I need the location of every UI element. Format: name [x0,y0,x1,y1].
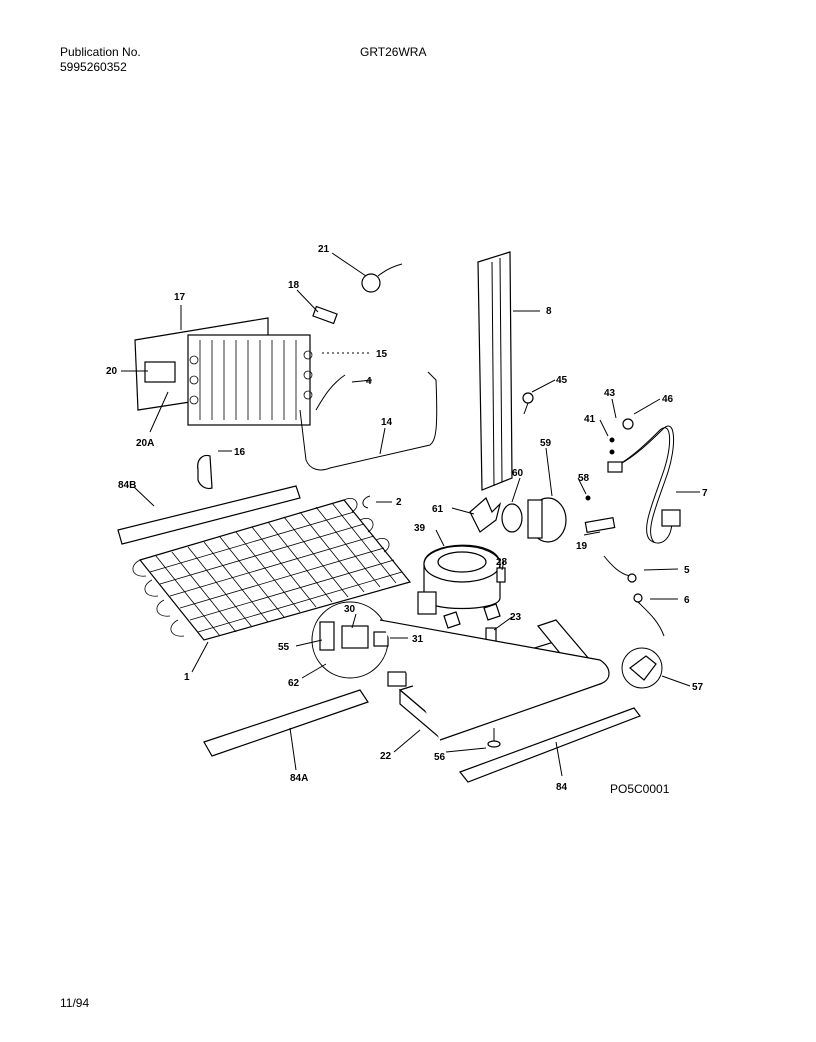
callout-21: 21 [318,244,330,255]
callout-18: 18 [288,280,300,291]
callout-14: 14 [381,417,393,428]
part-6-wire [635,599,665,637]
callout-19: 19 [576,541,588,552]
part-16-clip [197,454,213,490]
callout-17: 17 [174,292,186,303]
part-56-leveling-leg [487,728,501,748]
part-39-compressor [417,544,501,629]
part-18 [312,305,338,325]
callout-31: 31 [412,634,424,645]
callout-28: 28 [496,557,508,568]
part-43 [622,418,634,430]
fan-assembly [469,495,616,543]
callout-59: 59 [540,438,552,449]
callout-5: 5 [684,565,690,576]
callout-15: 15 [376,349,388,360]
leader-lines [121,252,700,777]
callout-20: 20 [106,366,118,377]
callout-84A: 84A [290,773,308,784]
part-21-thermostat [361,263,403,293]
callout-61: 61 [432,504,444,515]
callout-1: 1 [184,672,190,683]
callout-41: 41 [584,414,596,425]
callout-56: 56 [434,752,446,763]
part-84B-bracket [117,485,301,545]
diagram-reference-code: PO5C0001 [610,782,670,796]
callout-58: 58 [578,473,590,484]
callout-57: 57 [692,682,704,693]
callout-23: 23 [510,612,522,623]
part-57-detail [621,647,663,689]
part-84-bracket [459,707,641,783]
part-1-condenser-coil [132,498,412,641]
callout-84: 84 [556,782,568,793]
part-45-screw [522,392,534,415]
part-84A-bracket [203,689,369,757]
part-5-wire [603,555,631,577]
callout-84B: 84B [118,480,136,491]
model-number: GRT26WRA [360,45,427,59]
callout-55: 55 [278,642,290,653]
callout-43: 43 [604,388,616,399]
part-41-b [609,449,615,455]
part-14-tube [299,371,438,471]
callout-7: 7 [702,488,708,499]
callout-45: 45 [556,375,568,386]
publication-number: 5995260352 [60,60,127,74]
callout-20A: 20A [136,438,154,449]
callout-60: 60 [512,468,524,479]
base-deck [379,619,610,741]
publication-label: Publication No. [60,45,141,59]
callout-6: 6 [684,595,690,606]
part-41 [609,437,615,443]
part-28 [496,567,506,583]
callout-8: 8 [546,306,552,317]
part-8-channel [477,251,513,491]
callout-46: 46 [662,394,674,405]
callout-labels: 21 17 18 15 20 4 20A 14 16 8 45 46 43 41… [106,244,708,793]
part-2 [362,495,371,509]
callout-22: 22 [380,751,392,762]
part-7-power-cord [607,425,681,544]
revision-date: 11/94 [60,996,90,1010]
callout-62: 62 [288,678,300,689]
callout-4: 4 [366,376,372,387]
callout-30: 30 [344,604,356,615]
callout-39: 39 [414,523,426,534]
part-62-detail [311,601,389,679]
callout-16: 16 [234,447,246,458]
callout-2: 2 [396,497,402,508]
condenser-assembly [134,317,313,426]
